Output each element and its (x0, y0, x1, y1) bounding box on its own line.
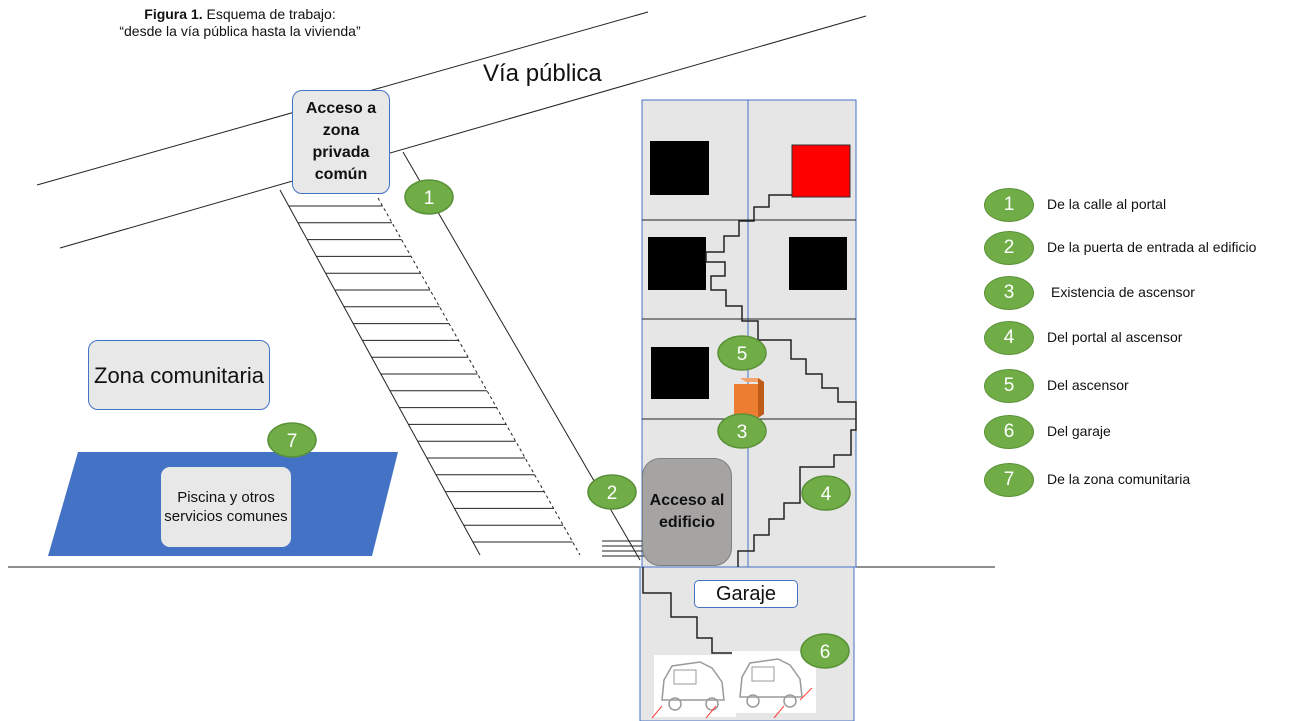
legend-text: De la calle al portal (1047, 196, 1167, 212)
marker-3: 3 (717, 413, 767, 449)
car-icon (654, 655, 736, 717)
legend-text: De la puerta de entrada al edificio (1047, 239, 1257, 255)
marker-5: 5 (717, 335, 767, 371)
legend-item: 5 Del ascensor (984, 369, 1294, 405)
svg-text:1: 1 (424, 188, 435, 209)
marker-4: 4 (801, 475, 851, 511)
marker-2: 2 (587, 474, 637, 510)
legend-text: De la zona comunitaria (1047, 471, 1191, 487)
parking-lines (651, 687, 813, 719)
legend-item: 6 Del garaje (984, 415, 1294, 451)
legend-text: Del garaje (1047, 423, 1111, 439)
svg-text:7: 7 (287, 431, 298, 452)
legend-item: 1 De la calle al portal (984, 188, 1294, 224)
svg-text:5: 5 (737, 344, 748, 365)
home-window (789, 237, 847, 290)
legend-marker: 7 (984, 463, 1034, 497)
legend-item: 3 Existencia de ascensor (984, 276, 1294, 312)
target-home (791, 144, 851, 198)
caption-line-2: “desde la vía pública hasta la vivienda” (119, 23, 361, 39)
home-window (651, 347, 709, 399)
marker-7: 7 (267, 422, 317, 458)
legend-marker: 1 (984, 188, 1034, 222)
acceso-edificio-box: Acceso al edificio (642, 458, 732, 566)
acceso-zona-privada-box: Acceso a zona privada común (292, 90, 390, 194)
car-icon (732, 651, 816, 713)
svg-text:2: 2 (607, 483, 618, 504)
legend-marker: 6 (984, 415, 1034, 449)
elevator (734, 378, 764, 418)
figure-label: Figura 1. (144, 6, 203, 22)
legend-marker: 4 (984, 321, 1034, 355)
zona-comunitaria-box: Zona comunitaria (88, 340, 270, 410)
legend-item: 4 Del portal al ascensor (984, 321, 1294, 357)
figure-title: Esquema de trabajo: (206, 6, 336, 22)
legend-marker: 3 (984, 276, 1034, 310)
road-edge-lower (59, 15, 867, 249)
piscina-box: Piscina y otros servicios comunes (160, 466, 292, 548)
svg-text:4: 4 (821, 484, 832, 505)
legend-item: 7 De la zona comunitaria (984, 463, 1294, 499)
marker-6: 6 (800, 633, 850, 669)
marker-1: 1 (404, 179, 454, 215)
caption-line-1: Figura 1. Esquema de trabajo: (40, 6, 440, 23)
legend-marker: 5 (984, 369, 1034, 403)
legend-text: Del portal al ascensor (1047, 329, 1183, 345)
legend-text: Del ascensor (1047, 377, 1129, 393)
home-window (650, 141, 709, 195)
legend-item: 2 De la puerta de entrada al edificio (984, 231, 1294, 267)
legend-marker: 2 (984, 231, 1034, 265)
home-window (648, 237, 706, 290)
garaje-label: Garaje (694, 580, 798, 608)
via-publica-label: Vía pública (483, 60, 602, 87)
figure-caption: Figura 1. Esquema de trabajo: “desde la … (40, 6, 440, 40)
legend-text: Existencia de ascensor (1051, 284, 1195, 300)
svg-text:6: 6 (820, 642, 831, 663)
svg-text:3: 3 (737, 422, 748, 443)
stair-path-upper (705, 194, 857, 567)
